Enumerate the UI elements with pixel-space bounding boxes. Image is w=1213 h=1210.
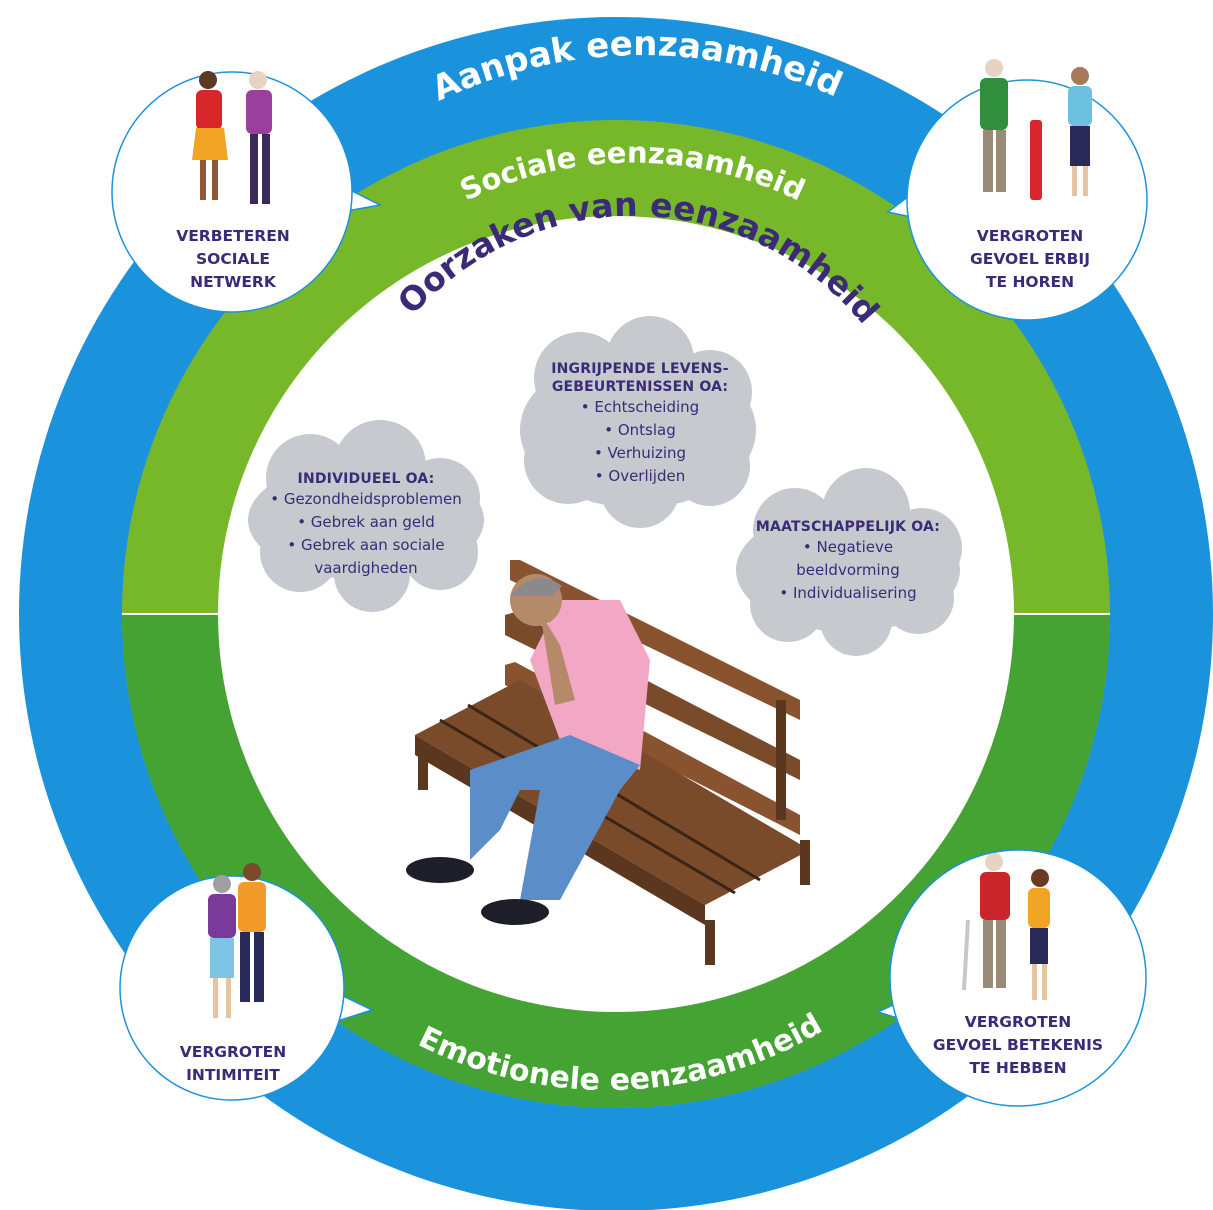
approach-line: TE HEBBEN xyxy=(969,1059,1067,1077)
cause-individual-item: • Gezondheidsproblemen xyxy=(270,490,462,508)
cause-societal: MAATSCHAPPELIJK OA: • Negatieve beeldvor… xyxy=(738,518,958,605)
cause-life-events: INGRIJPENDE LEVENS- GEBEURTENISSEN OA: •… xyxy=(530,360,750,488)
bubble-bottom-left xyxy=(119,875,375,1101)
cause-life-events-item: • Verhuizing xyxy=(593,444,687,462)
approach-meaning: VERGROTEN GEVOEL BETEKENIS TE HEBBEN xyxy=(908,1011,1128,1080)
man-on-bench-icon xyxy=(406,560,810,965)
cause-societal-item: • Individualisering xyxy=(779,584,917,602)
approach-belonging: VERGROTEN GEVOEL ERBIJ TE HOREN xyxy=(935,225,1125,294)
approach-line: INTIMITEIT xyxy=(186,1066,280,1084)
approach-line: VERGROTEN xyxy=(976,227,1084,245)
approach-line: GEVOEL ERBIJ xyxy=(970,250,1090,268)
cause-individual: INDIVIDUEEL OA: • Gezondheidsproblemen •… xyxy=(256,470,476,580)
cause-life-events-heading: INGRIJPENDE LEVENS- xyxy=(551,361,729,377)
cause-life-events-item: • Overlijden xyxy=(594,467,686,485)
elderly-with-cane-icon xyxy=(962,853,1050,1000)
cause-individual-heading: INDIVIDUEEL OA: xyxy=(297,471,435,487)
approach-intimacy: VERGROTEN INTIMITEIT xyxy=(140,1041,326,1087)
elderly-with-walker-icon xyxy=(980,59,1092,200)
approach-line: GEVOEL BETEKENIS xyxy=(932,1036,1104,1054)
cause-life-events-item: • Ontslag xyxy=(604,421,676,439)
approach-line: TE HOREN xyxy=(985,273,1075,291)
cause-individual-item: • Gebrek aan sociale xyxy=(287,536,445,554)
cause-life-events-item: • Echtscheiding xyxy=(580,398,700,416)
bubble-bottom-right xyxy=(875,849,1147,1107)
approach-line: VERGROTEN xyxy=(179,1043,287,1061)
cause-life-events-heading: GEBEURTENISSEN OA: xyxy=(551,379,729,395)
cause-societal-item: beeldvorming xyxy=(796,561,900,579)
bubble-top-left xyxy=(111,71,383,313)
cloud-societal xyxy=(736,468,962,656)
cause-individual-item: • Gebrek aan geld xyxy=(297,513,435,531)
approach-line: VERBETEREN xyxy=(176,227,290,245)
cause-societal-item: • Negatieve xyxy=(802,538,894,556)
cloud-life-events xyxy=(520,316,756,528)
cause-societal-heading: MAATSCHAPPELIJK OA: xyxy=(755,519,941,535)
couple-icon xyxy=(208,863,266,1018)
approach-line: SOCIALE xyxy=(196,250,270,268)
cause-individual-item: vaardigheden xyxy=(314,559,418,577)
approach-line: VERGROTEN xyxy=(964,1013,1072,1031)
approach-line: NETWERK xyxy=(190,273,276,291)
approach-social-network: VERBETEREN SOCIALE NETWERK xyxy=(140,225,326,294)
cloud-individual xyxy=(248,420,484,612)
people-talking-icon xyxy=(192,71,272,204)
